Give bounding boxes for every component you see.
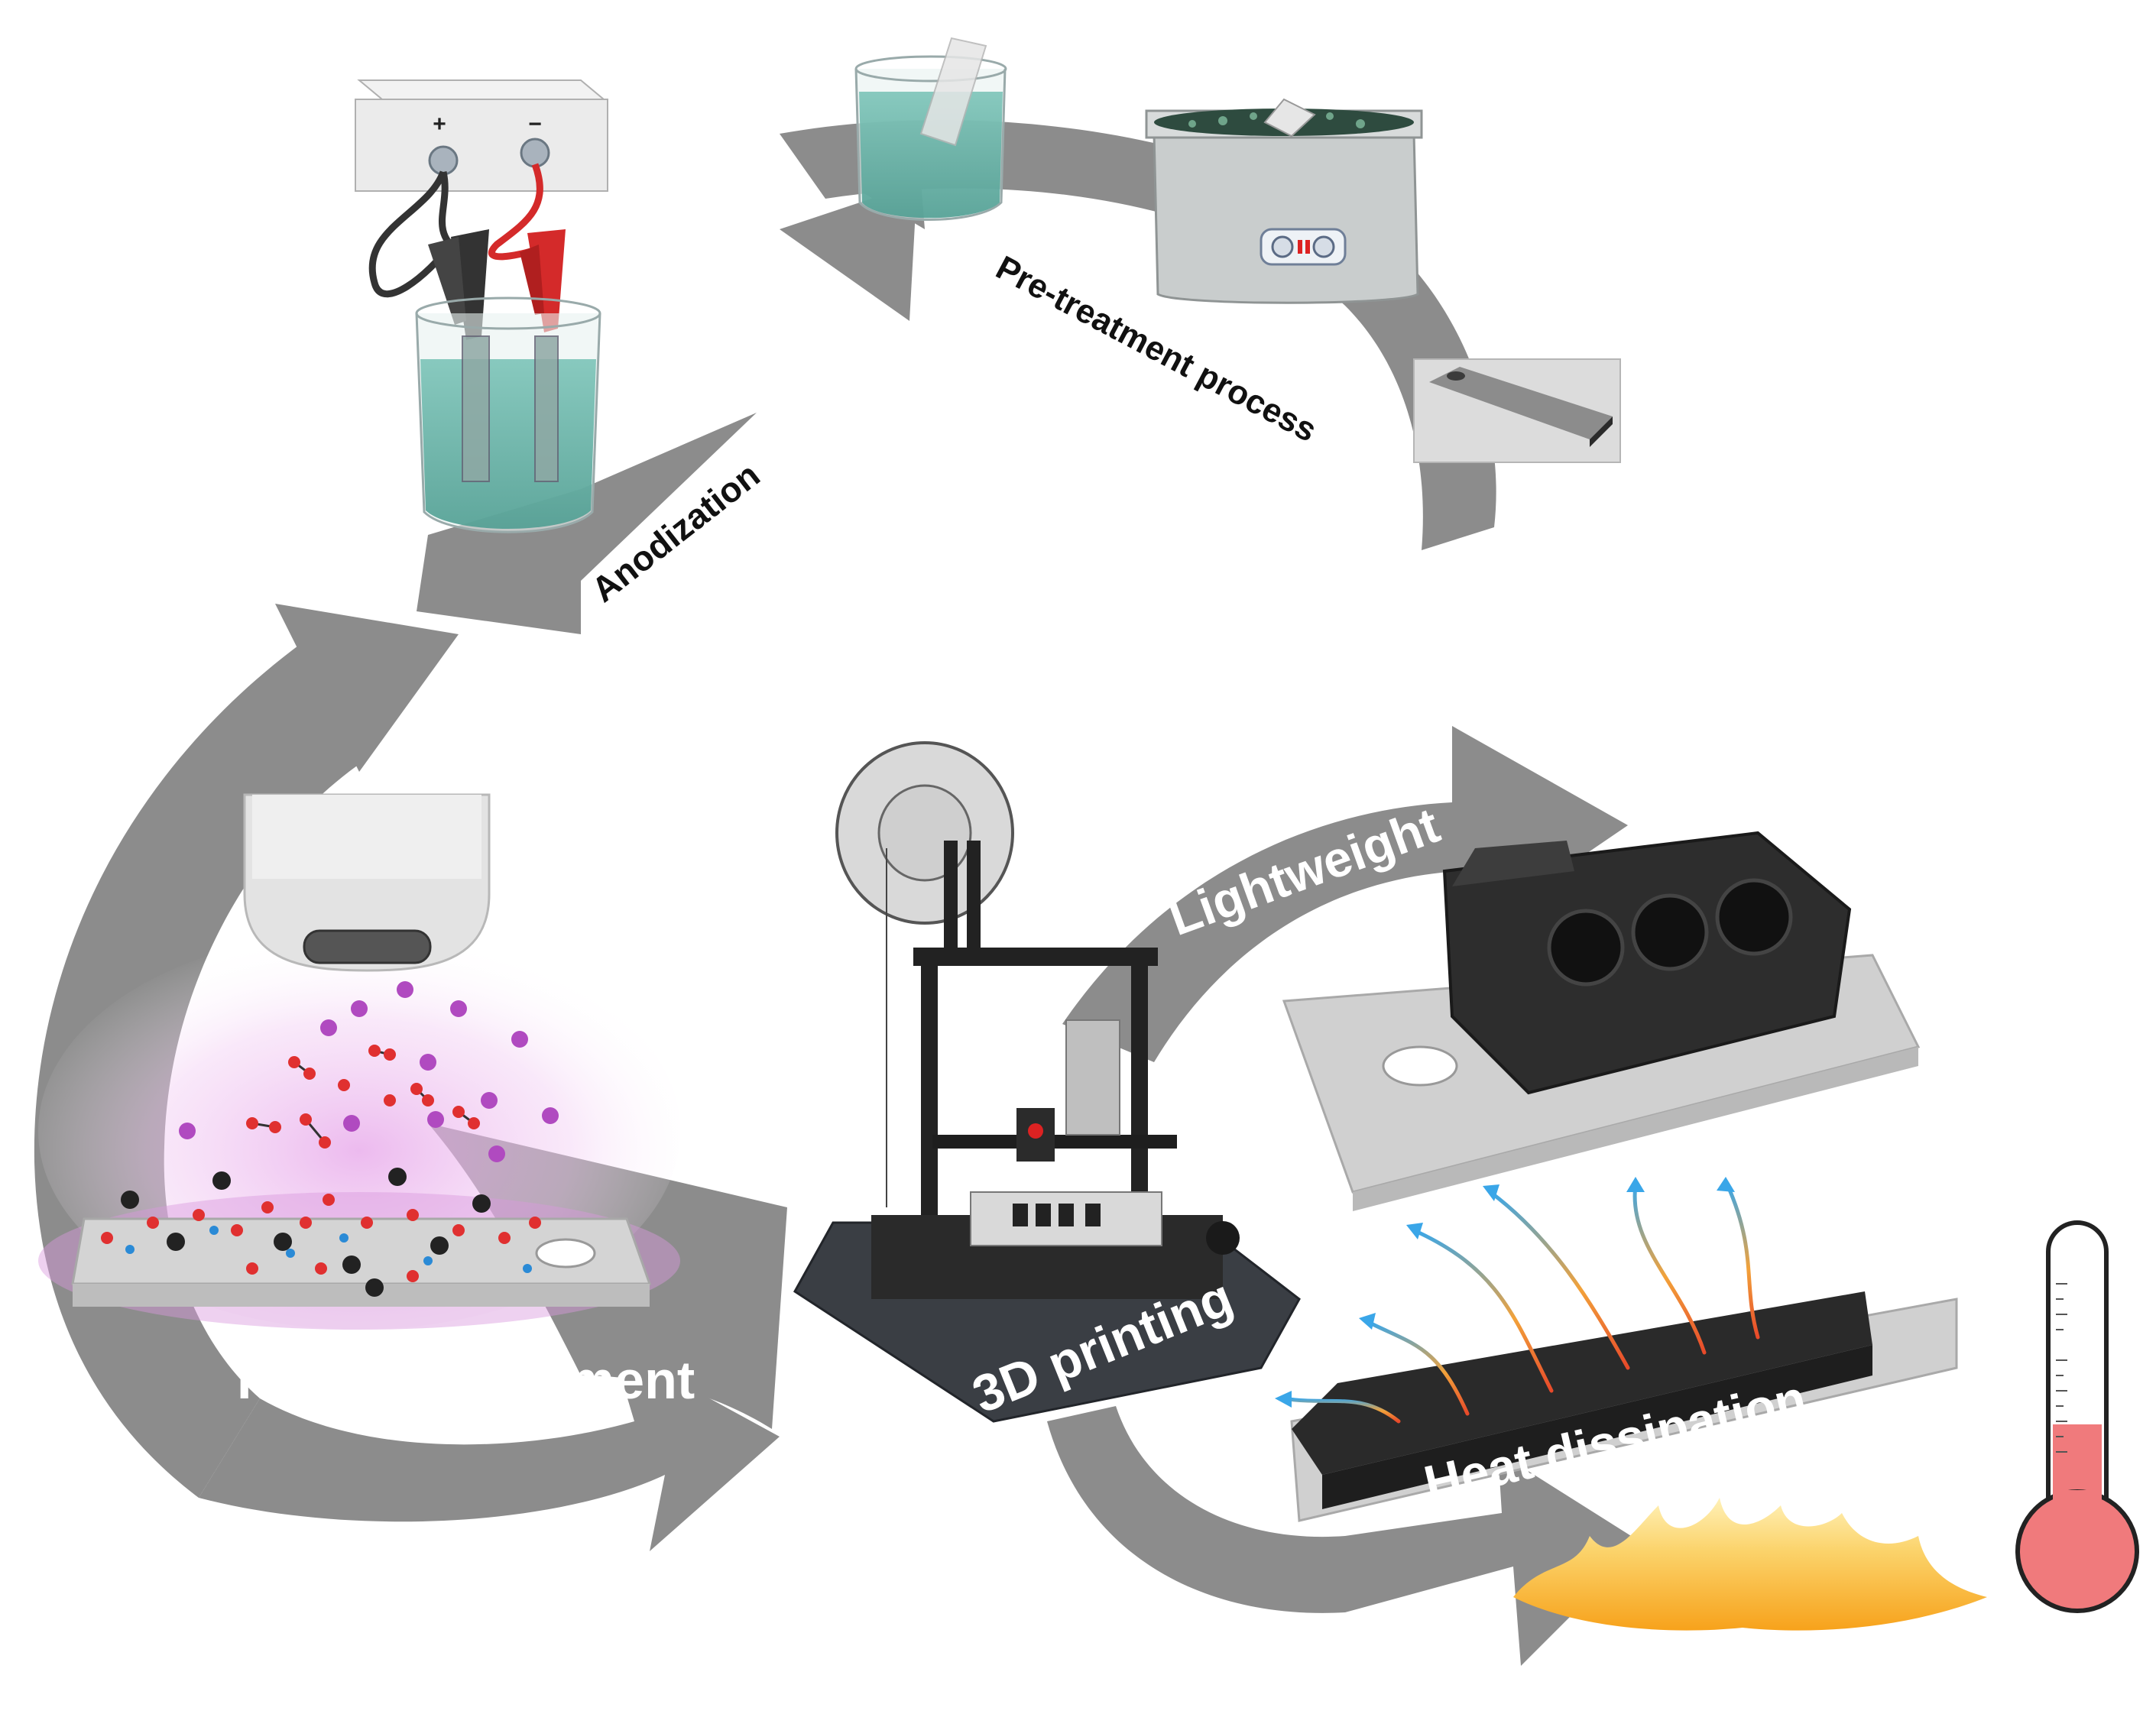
arrow-plasma-return — [199, 1345, 780, 1551]
plasma-particles — [179, 981, 559, 1162]
label-plasma-treatment: Plasma Treatment — [237, 1350, 695, 1410]
heat-flow-arrows — [1282, 1182, 1760, 1424]
thermometer — [2015, 1220, 2139, 1613]
engine-block-on-plate — [1282, 831, 1921, 1211]
heat-sink-block — [1292, 1291, 1872, 1475]
negative-terminal — [520, 138, 550, 168]
power-plus-label: + — [433, 112, 446, 137]
surface-molecules — [101, 1168, 541, 1297]
ultrasonic-cleaner — [1145, 98, 1423, 304]
heat-dissipation-scene — [1275, 1177, 1987, 1631]
arrow-anodization — [417, 413, 757, 634]
flame — [1513, 1498, 1987, 1631]
arrow-lightweight — [1062, 726, 1628, 1062]
positive-terminal — [428, 145, 459, 176]
black-clip — [451, 229, 489, 340]
aluminum-plate-sample — [1413, 358, 1621, 463]
anodization-setup: + − — [355, 79, 608, 533]
plasma-treatment-scene — [38, 793, 680, 1330]
arrow-top-left-head — [780, 183, 917, 321]
arrow-heat — [1047, 1406, 1643, 1666]
cleaning-beaker — [854, 37, 1007, 221]
arrow-plasma-tip — [275, 604, 459, 772]
3d-printer — [793, 741, 1301, 1423]
power-minus-label: − — [528, 112, 542, 137]
